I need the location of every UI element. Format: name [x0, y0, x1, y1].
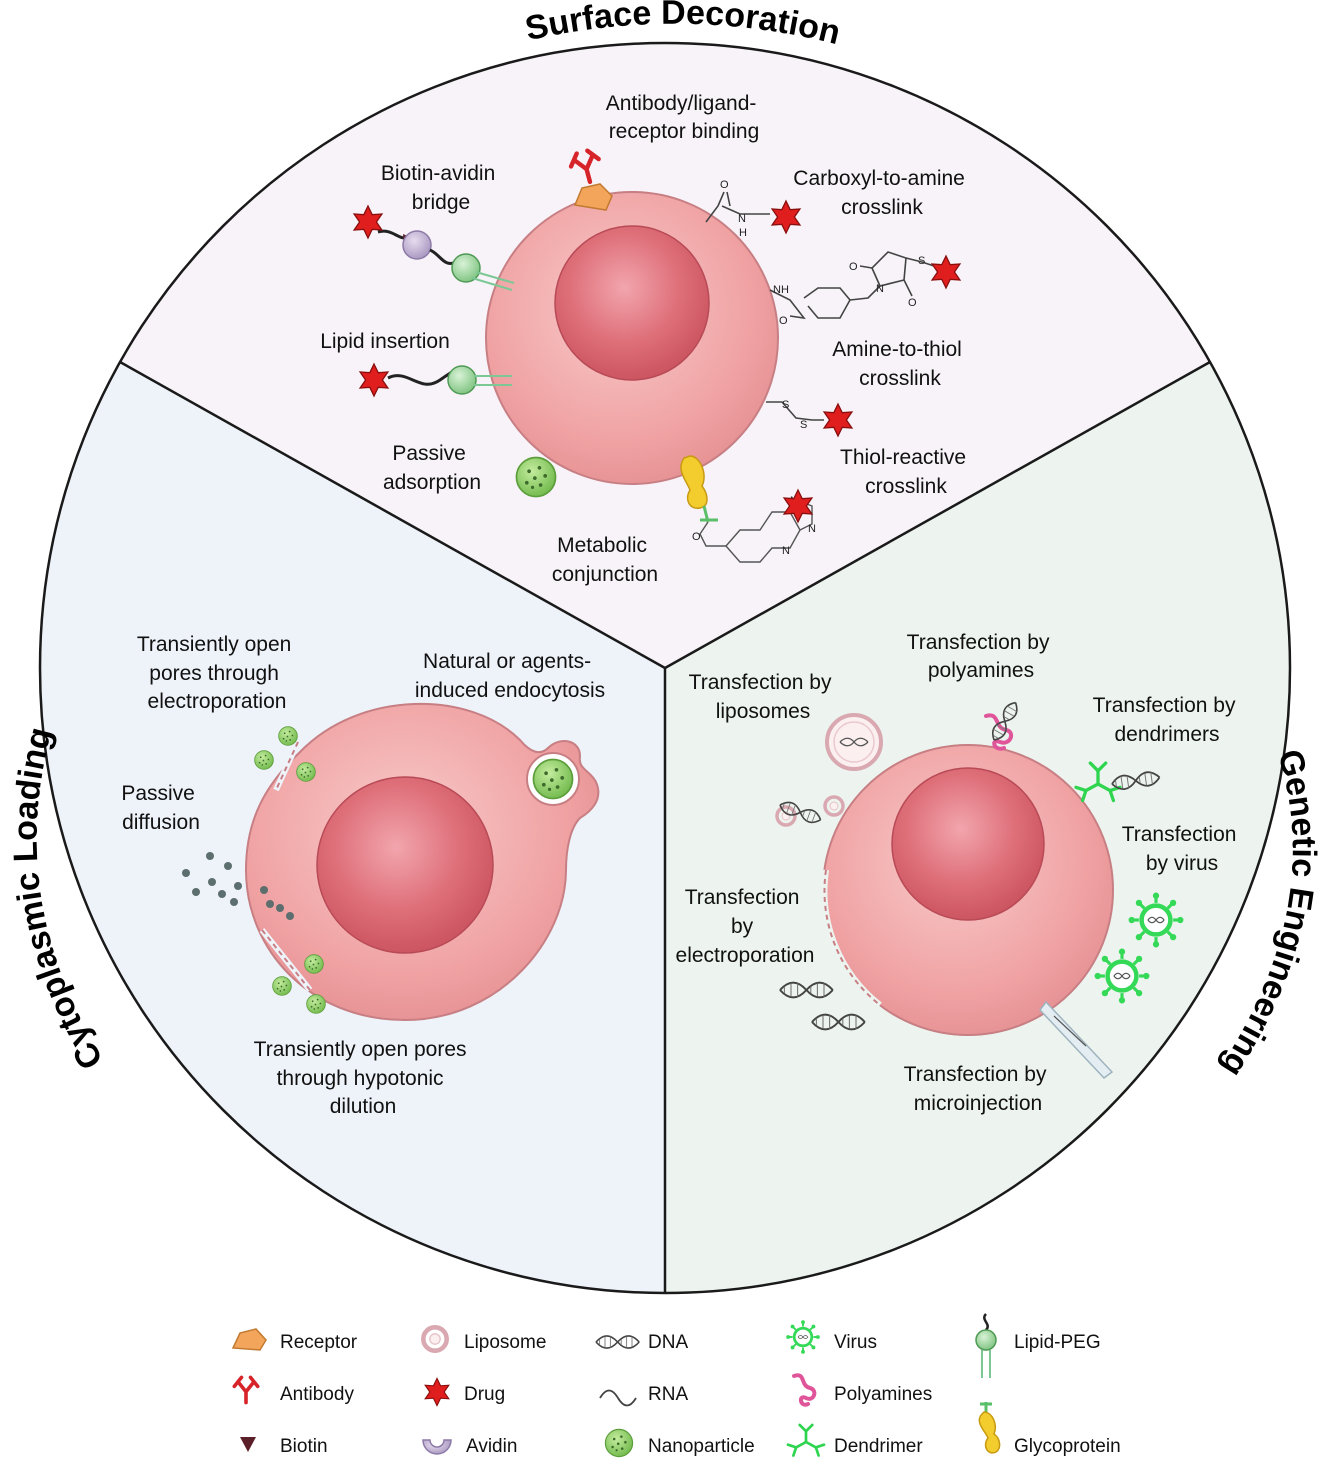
legend-label-liposome: Liposome: [464, 1332, 546, 1353]
receptor-on-cell: [573, 183, 613, 211]
polyamine-icon: [792, 1373, 817, 1407]
legend-label-antibody: Antibody: [280, 1384, 354, 1405]
label-liposomes: Transfection by liposomes: [689, 671, 838, 723]
carboxyl-amine-linker: [705, 191, 770, 223]
nanoparticle-endocytosed: [532, 758, 574, 800]
legend-label-nanoparticle: Nanoparticle: [648, 1436, 755, 1457]
chem-h-1: H: [739, 227, 747, 239]
chem-s-2: S: [782, 399, 789, 411]
divider-left: [119, 360, 666, 670]
legend-label-biotin: Biotin: [280, 1436, 328, 1457]
genetic-cell: [821, 744, 1114, 1036]
cyto-cell: [244, 702, 600, 1022]
nanoparticle-electro-2: [254, 750, 274, 770]
legend-label-avidin: Avidin: [466, 1436, 517, 1457]
chem-o-3: O: [849, 261, 858, 273]
label-amine: Amine-to-thiol crosslink: [832, 338, 967, 390]
avidin-icon: [422, 1439, 452, 1455]
antibody-icon: [232, 1375, 260, 1405]
rna-icon: [599, 1389, 637, 1407]
chem-n-1: N: [738, 213, 746, 225]
legend-label-glycoprotein: Glycoprotein: [1014, 1436, 1121, 1457]
surface-cell: [485, 191, 779, 485]
legend-label-rna: RNA: [648, 1384, 688, 1405]
legend-label-receptor: Receptor: [280, 1332, 358, 1353]
label-hypotonic: Transiently open pores through hypotonic…: [254, 1038, 473, 1118]
nanoparticle-electro-1: [278, 726, 298, 746]
chem-n-4: N: [808, 523, 816, 535]
legend-label-dendrimer: Dendrimer: [834, 1436, 923, 1457]
label-antibody: Antibody/ligand- receptor binding: [606, 92, 762, 143]
label-polyamines: Transfection by polyamines: [907, 631, 1056, 682]
label-carboxyl: Carboxyl-to-amine crosslink: [793, 167, 970, 219]
legend-label-polyamines: Polyamines: [834, 1384, 932, 1405]
nanoparticle-hypo-1: [304, 954, 324, 974]
chem-n-5: N: [782, 545, 790, 557]
chem-nh-2: NH: [773, 284, 789, 296]
nanoparticle-adsorbed: [515, 456, 557, 498]
chem-s-3: S: [800, 419, 807, 431]
label-dendrimers: Transfection by dendrimers: [1093, 694, 1242, 746]
polyamine-complex: [984, 713, 1014, 751]
nanoparticle-icon: [604, 1428, 634, 1458]
lipid-peg-construct: [387, 365, 512, 395]
dna-icon: [595, 1335, 641, 1349]
microinjection-needle: [1039, 1000, 1114, 1080]
glycoprotein-on-cell: [680, 455, 718, 523]
label-passive-diffusion: Passive diffusion: [121, 782, 200, 834]
chem-o-2: O: [779, 315, 788, 327]
legend-label-dna: DNA: [648, 1332, 688, 1353]
label-virus: Transfection by virus: [1122, 823, 1243, 875]
biotin-icon: [240, 1437, 256, 1452]
chem-o-5: O: [692, 531, 701, 543]
drug-icon: [424, 1377, 450, 1407]
legend-label-drug: Drug: [464, 1384, 505, 1405]
label-electroporation: Transfection by electroporation: [676, 886, 815, 967]
divider-right: [664, 360, 1211, 670]
glycoprotein-icon: [978, 1402, 1001, 1454]
label-biotin: Biotin-avidin bridge: [381, 162, 501, 214]
amine-thiol-linker: [769, 251, 941, 320]
virus-1: [1129, 893, 1184, 948]
nanoparticle-hypo-3: [306, 994, 326, 1014]
legend: Receptor Antibody Biotin Liposome Drug A…: [231, 1313, 1121, 1458]
label-passive-adsorption: Passive adsorption: [383, 442, 481, 494]
liposome-icon: [423, 1327, 446, 1350]
label-thiol: Thiol-reactive crosslink: [840, 446, 972, 498]
receptor-icon: [231, 1328, 267, 1351]
chem-n-2: N: [876, 283, 884, 295]
dendrimer-icon: [786, 1423, 826, 1457]
virus-2: [1095, 949, 1150, 1004]
virus-icon: [784, 1318, 822, 1356]
lipid-peg-icon: [975, 1313, 997, 1378]
label-endocytosis: Natural or agents- induced endocytosis: [415, 650, 605, 702]
label-lipid: Lipid insertion: [320, 330, 450, 353]
legend-label-virus: Virus: [834, 1332, 877, 1353]
label-microinjection: Transfection by microinjection: [904, 1063, 1053, 1115]
biotin-avidin-construct: [377, 229, 515, 291]
nanoparticle-electro-3: [296, 762, 316, 782]
chem-o-4: O: [908, 297, 917, 309]
label-electroporation-pores: Transiently open pores through electropo…: [137, 633, 297, 713]
label-metabolic: Metabolic conjunction: [552, 534, 658, 586]
liposome-with-dna: [825, 713, 883, 771]
thiol-linker: [766, 401, 824, 421]
nanoparticle-hypo-2: [272, 976, 292, 996]
chem-s-1: S: [918, 255, 925, 267]
chem-o-1: O: [720, 179, 729, 191]
legend-label-lipid-peg: Lipid-PEG: [1014, 1332, 1101, 1353]
diffusing-molecules: [182, 852, 294, 920]
